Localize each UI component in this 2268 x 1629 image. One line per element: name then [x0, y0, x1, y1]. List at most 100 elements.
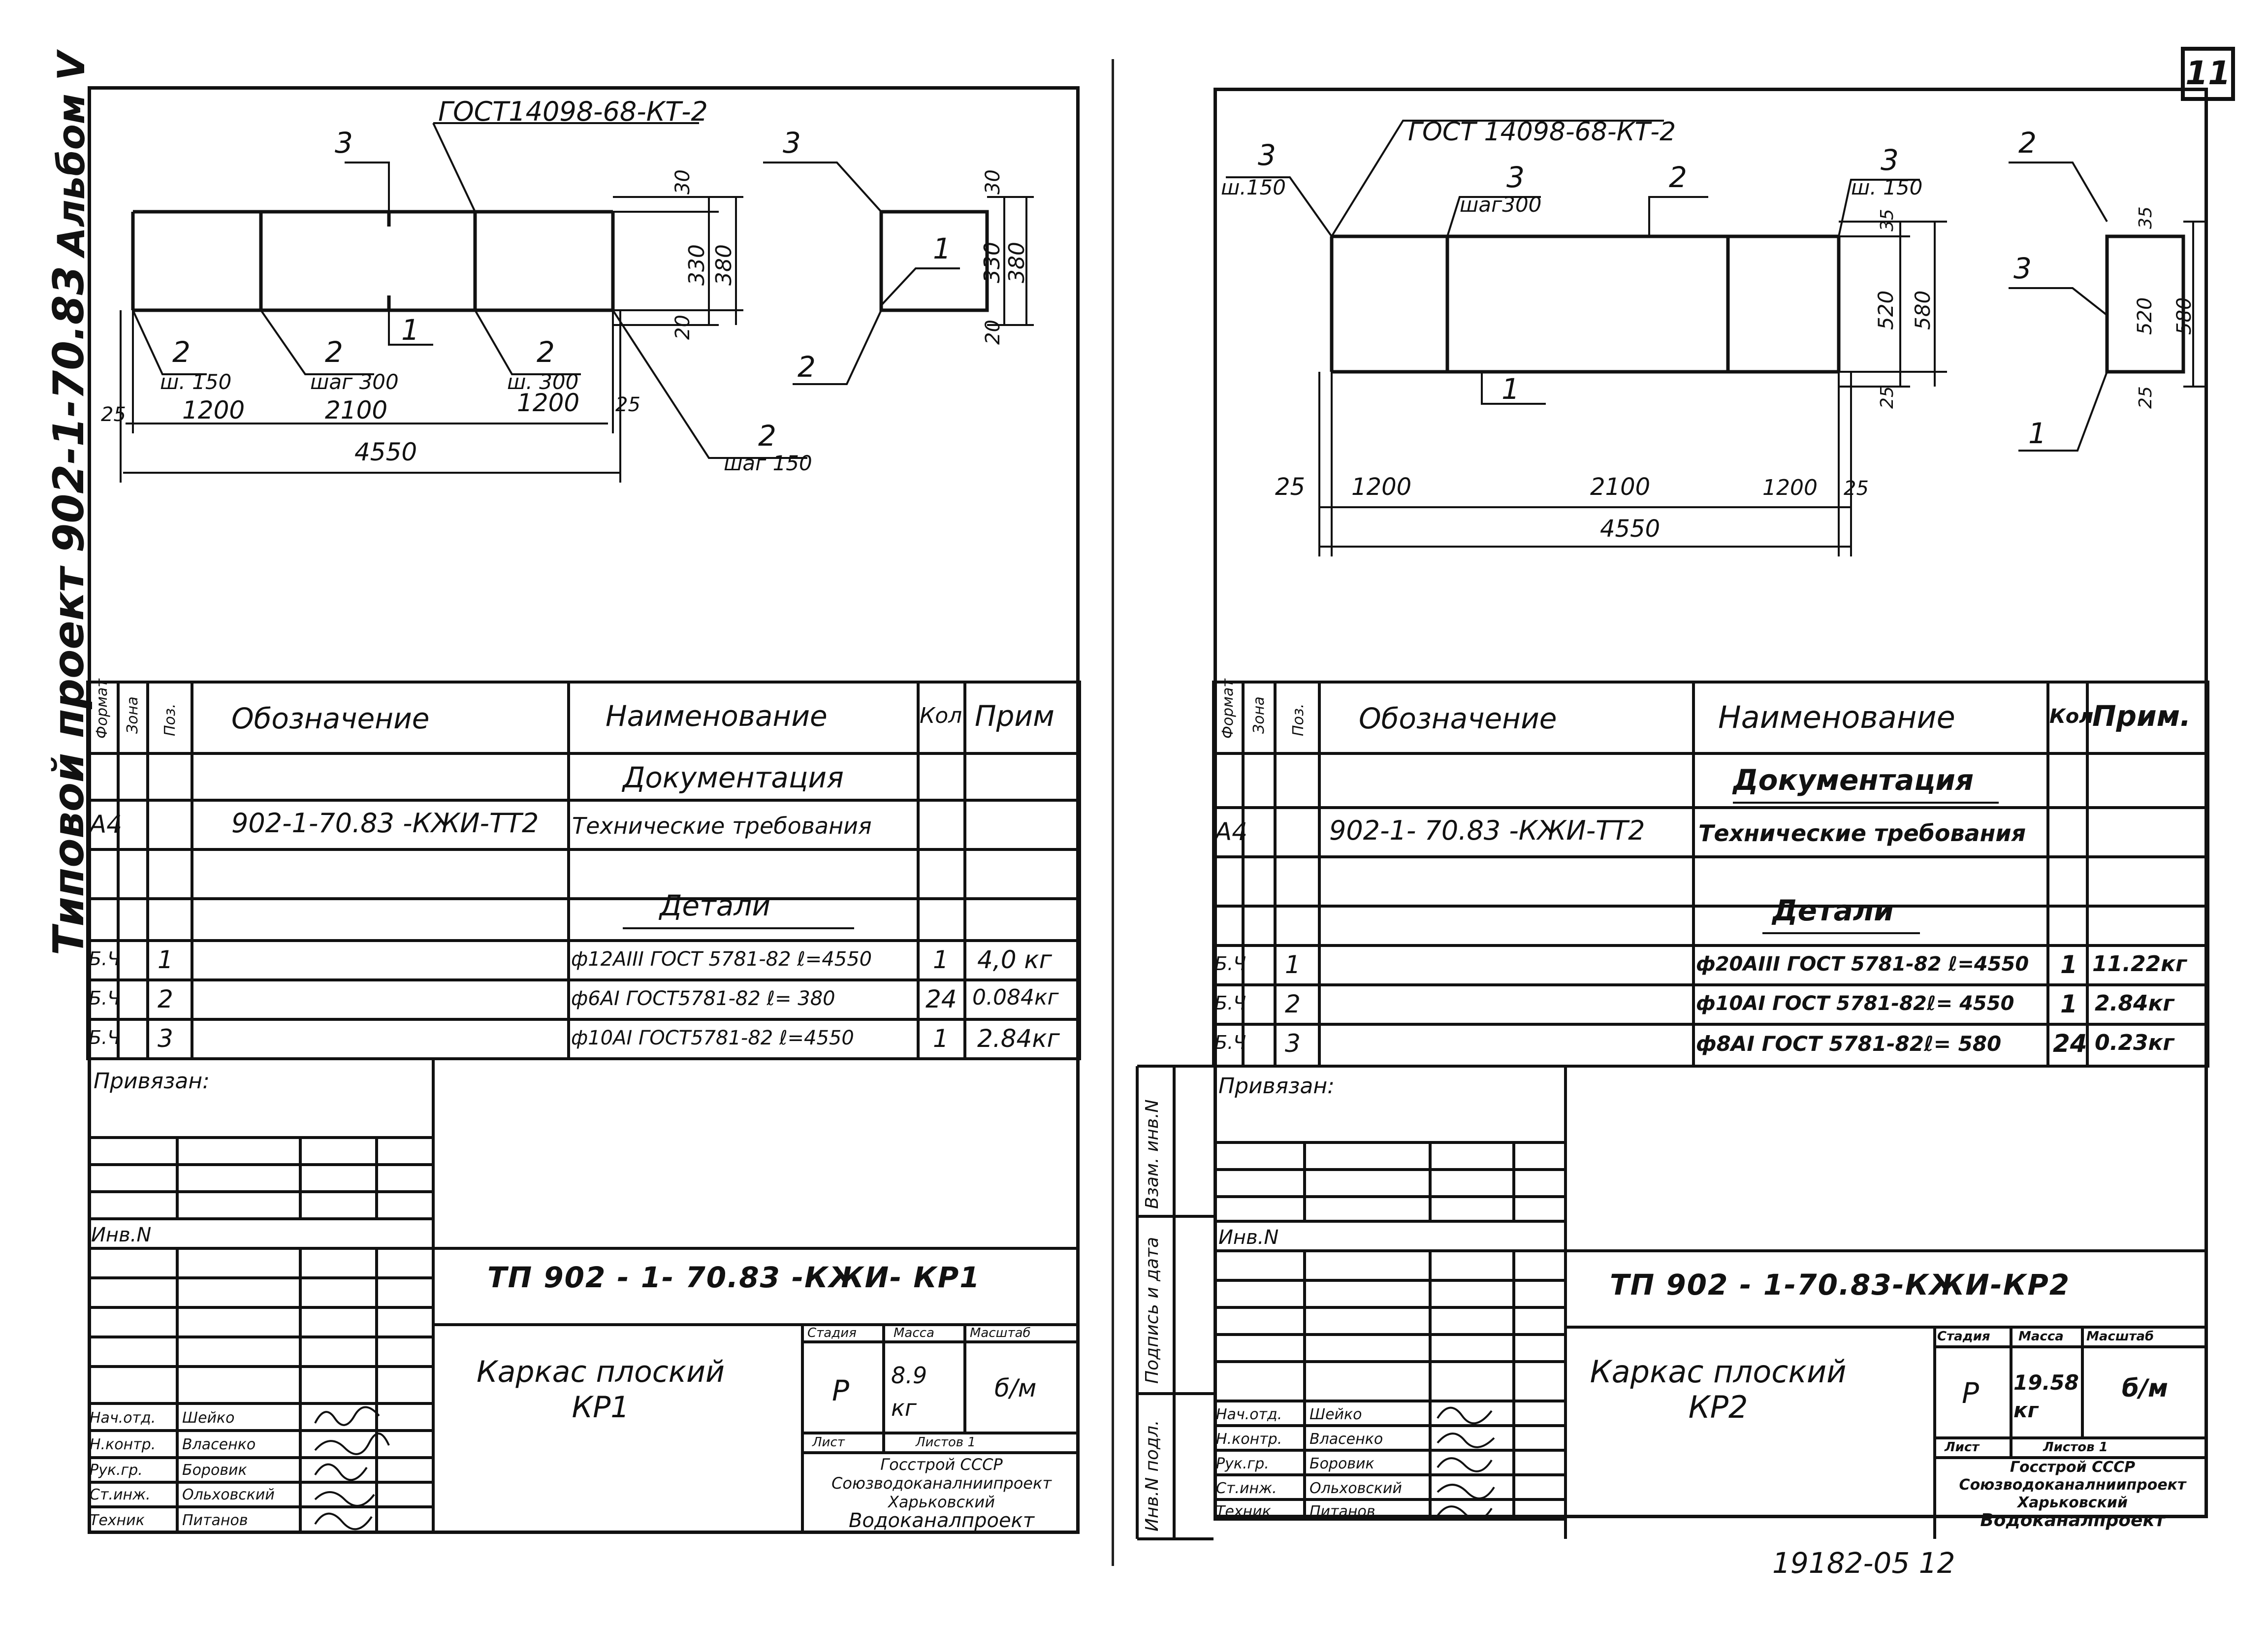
kp1-sec-pos-label: 2	[798, 350, 816, 384]
kp1-hdr-qty: Кол.	[920, 703, 969, 728]
kp1-doc-format: А4	[90, 810, 123, 839]
kp2-row-note: 0.23кг	[2095, 1030, 2174, 1055]
kp2-sheets-h: Листов 1	[2043, 1440, 2108, 1455]
kp2-pos-label: 1	[1501, 372, 1520, 406]
kp2-title: Каркас плоский КР2	[1590, 1354, 1847, 1425]
kp2-pos-label: 3	[1506, 161, 1525, 194]
kp1-inv: Инв.N	[91, 1224, 152, 1246]
kp2-gost-label: ГОСТ 14098-68-КТ-2	[1408, 117, 1676, 147]
kp2-hdr-designation: Обозначение	[1359, 702, 1557, 735]
kp2-doc-format: А4	[1215, 817, 1248, 846]
kp2-sec-dim: 520	[2134, 297, 2156, 335]
kp2-row-qty: 1	[2060, 950, 2077, 979]
kp1-doc-code: ТП 902 - 1- 70.83 -КЖИ- КР1	[487, 1261, 981, 1294]
kp1-sec-dim: 20	[982, 320, 1004, 345]
kp1-row-pos: 3	[158, 1024, 173, 1053]
kp1-signer-name: Ольховский	[182, 1486, 275, 1503]
kp2-row-format: Б.Ч	[1214, 1032, 1246, 1053]
kp2-doc-name: Технические требования	[1698, 820, 2026, 847]
kp2-row-pos: 1	[1285, 950, 1301, 979]
kp1-signer-role: Нач.отд.	[90, 1409, 156, 1427]
kp1-row-qty: 24	[926, 985, 957, 1013]
sheet-kp2	[1214, 88, 2208, 1518]
kp1-dim: 1200	[182, 396, 245, 424]
kp2-hdr-note: Прим.	[2092, 699, 2191, 733]
kp1-org-line: Харьковский	[888, 1493, 995, 1511]
kp1-section-parts: Детали	[660, 889, 771, 922]
kp2-row-format: Б.Ч	[1214, 953, 1246, 975]
kp2-sec-dim: 35	[2136, 206, 2156, 229]
kp2-dim: 25	[1844, 477, 1869, 500]
kp1-row-pos: 2	[158, 985, 173, 1013]
kp1-dim: 25	[101, 403, 126, 426]
kp1-row-name: ф6АI ГОСТ5781-82 ℓ= 380	[571, 987, 835, 1010]
kp2-hdr-qty: Кол.	[2049, 705, 2101, 728]
kp1-pos-label: 1	[401, 313, 419, 347]
kp1-sec-dim: 330	[980, 242, 1005, 283]
kp1-org-line: Госстрой СССР	[880, 1455, 1003, 1474]
kp1-hdr-name: Наименование	[606, 699, 828, 733]
kp1-stage-h: Стадия	[807, 1326, 857, 1340]
kp2-pos-label: 2	[1669, 161, 1687, 194]
kp1-gost-label: ГОСТ14098-68-КТ-2	[438, 96, 708, 127]
kp2-stage-h: Стадия	[1937, 1329, 1990, 1344]
kp1-pos-label: 2	[325, 335, 343, 369]
kp2-signer-name: Ольховский	[1310, 1480, 1402, 1497]
kp1-hdr-designation: Обозначение	[231, 702, 430, 735]
kp2-row-pos: 3	[1285, 1029, 1301, 1058]
kp1-dim: 330	[684, 244, 709, 286]
kp2-mass-h: Масса	[2018, 1329, 2064, 1344]
kp1-sheets-h: Листов 1	[916, 1435, 976, 1450]
kp1-row-qty: 1	[933, 1024, 949, 1053]
kp1-sheet-h: Лист	[812, 1435, 845, 1450]
kp1-title: Каркас плоский КР1	[476, 1355, 725, 1425]
kp2-row-qty: 1	[2060, 990, 2077, 1018]
kp1-note: ш. 150	[160, 370, 231, 394]
page-number-box: 11	[2181, 47, 2235, 101]
kp1-signer-role: Рук.гр.	[90, 1462, 143, 1479]
kp1-pos-label: 2	[758, 419, 776, 453]
kp2-signer-name: Шейко	[1310, 1406, 1362, 1423]
kp2-note: ш. 150	[1851, 175, 1922, 199]
kp2-dim-height: 580	[1911, 291, 1935, 330]
kp1-privyazan: Привязан:	[94, 1069, 210, 1094]
kp1-row-name: ф10АI ГОСТ5781-82 ℓ=4550	[571, 1027, 854, 1049]
kp2-sec-pos-label: 3	[2013, 252, 2032, 285]
kp1-row-note: 0.084кг	[972, 985, 1059, 1010]
kp1-row-format: Б.Ч	[89, 987, 121, 1009]
kp1-note: шаг 150	[724, 451, 812, 475]
kp1-row-format: Б.Ч	[89, 948, 121, 970]
kp2-row-note: 11.22кг	[2092, 951, 2187, 977]
kp2-signer-name: Питанов	[1310, 1503, 1375, 1520]
kp1-signer-name: Боровик	[182, 1462, 247, 1479]
kp2-scale: б/м	[2122, 1374, 2169, 1402]
kp1-dim: 20	[671, 315, 694, 340]
kp1-section-docs: Документация	[623, 761, 844, 794]
kp1-mass-h: Масса	[894, 1326, 934, 1340]
kp1-org-line: Водоканалпроект	[848, 1509, 1035, 1532]
kp1-pos-label: 2	[537, 335, 555, 369]
kp2-row-name: ф20АIII ГОСТ 5781-82 ℓ=4550	[1696, 953, 2029, 976]
kp1-signer-role: Ст.инж.	[90, 1486, 151, 1503]
kp1-note: шаг 300	[310, 370, 399, 394]
kp2-row-name: ф8АI ГОСТ 5781-82ℓ= 580	[1696, 1032, 2002, 1056]
kp2-dim: 35	[1877, 209, 1897, 231]
kp1-row-name: ф12АIII ГОСТ 5781-82 ℓ=4550	[571, 948, 872, 971]
kp1-dim-height: 380	[711, 244, 736, 286]
kp2-org-line: Водоканалпроект	[1980, 1510, 2165, 1531]
kp2-row-name: ф10АI ГОСТ 5781-82ℓ= 4550	[1696, 992, 2014, 1015]
kp2-inv: Инв.N	[1218, 1226, 1279, 1249]
kp1-signer-role: Н.контр.	[90, 1436, 156, 1453]
kp1-dim: 1200	[517, 389, 579, 417]
kp1-sec-pos-label: 3	[783, 126, 801, 160]
kp1-dim: 25	[615, 393, 640, 416]
kp1-dim: 30	[671, 169, 694, 195]
kp1-signer-name: Власенко	[182, 1436, 256, 1453]
sheet-kp1	[88, 86, 1080, 1534]
kp2-signer-role: Н.контр.	[1216, 1431, 1282, 1448]
kp2-signer-name: Власенко	[1310, 1431, 1383, 1448]
kp1-org: Госстрой СССР Союзводоканалниипроект Хар…	[805, 1455, 1078, 1532]
